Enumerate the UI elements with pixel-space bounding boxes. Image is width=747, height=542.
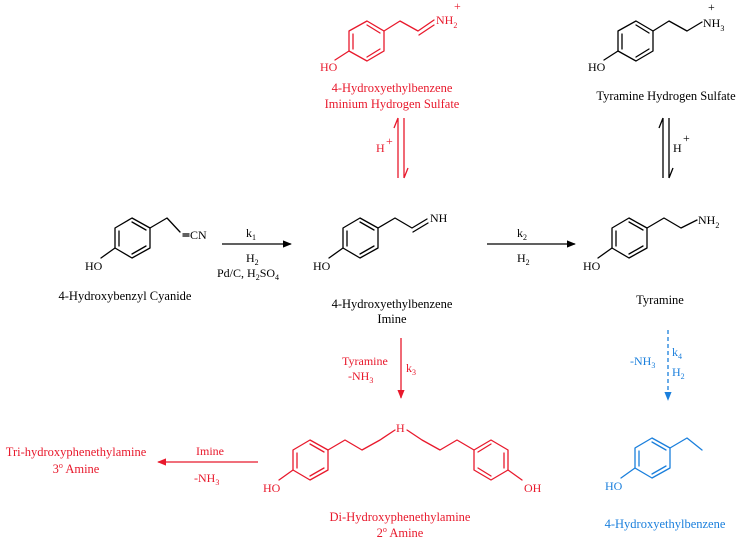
- hydroxyl-label: OH: [524, 481, 542, 495]
- proton-charge: +: [386, 134, 393, 148]
- svg-text:Pd/C, H2SO4: Pd/C, H2SO4: [217, 266, 279, 282]
- ethylphenol-name: 4-Hydroxyethylbenzene: [605, 517, 726, 531]
- tyramine-salt-structure: HO NH3 +: [588, 0, 724, 74]
- ammonium-nh3-label: NH3: [703, 16, 724, 33]
- svg-text:Imine: Imine: [196, 444, 224, 458]
- secondary-amine-structure: HO H OH: [263, 421, 542, 495]
- hydroxyl-label: HO: [313, 259, 331, 273]
- step2-conditions: k2 H2: [517, 226, 530, 267]
- hydroxyl-label: HO: [263, 481, 281, 495]
- cyanide-name: 4-Hydroxybenzyl Cyanide: [59, 289, 192, 303]
- imine-name-line2: Imine: [377, 312, 407, 326]
- hydroxyl-label: HO: [85, 259, 103, 273]
- tyramine-name: Tyramine: [636, 293, 684, 307]
- proton-label: H: [673, 141, 682, 155]
- svg-text:Tyramine: Tyramine: [342, 354, 388, 368]
- protonation-equilibrium-left: H +: [376, 117, 409, 179]
- imine-structure: HO NH: [313, 211, 448, 273]
- secondary-amine-n-label: H: [396, 421, 405, 435]
- svg-text:k3: k3: [406, 361, 416, 377]
- svg-text:H2: H2: [246, 251, 259, 267]
- svg-text:-NH3: -NH3: [194, 471, 219, 487]
- ammonium-charge: +: [708, 0, 715, 14]
- svg-text:H2: H2: [672, 365, 685, 381]
- svg-text:k4: k4: [672, 345, 682, 361]
- step3-conditions: Tyramine -NH3 k3: [342, 354, 416, 385]
- hydroxyl-label: HO: [588, 60, 606, 74]
- proton-charge: +: [683, 131, 690, 145]
- hydroxyl-label: HO: [605, 479, 623, 493]
- iminium-charge: +: [454, 0, 461, 13]
- tertiary-amine-name-line2: 3o Amine: [53, 461, 100, 476]
- hydroxyl-label: HO: [320, 60, 338, 74]
- secondary-amine-name-line2: 2o Amine: [377, 525, 424, 540]
- iminium-salt-name-line2: Iminium Hydrogen Sulfate: [325, 97, 460, 111]
- step1-conditions: k1 H2 Pd/C, H2SO4: [217, 226, 279, 282]
- svg-text:k2: k2: [517, 226, 527, 242]
- imine-name-line1: 4-Hydroxyethylbenzene: [332, 297, 453, 311]
- iminium-salt-structure: HO NH2 +: [320, 0, 461, 74]
- cyanide-structure: HO CN: [85, 217, 207, 273]
- step5-conditions: Imine -NH3: [194, 444, 224, 487]
- svg-text:-NH3: -NH3: [348, 369, 373, 385]
- svg-text:k1: k1: [246, 226, 256, 242]
- svg-text:-NH3: -NH3: [630, 354, 655, 370]
- iminium-nh2-label: NH2: [436, 13, 457, 30]
- step4-conditions: -NH3 k4 H2: [630, 345, 685, 381]
- amine-nh2-label: NH2: [698, 213, 719, 230]
- hydroxyl-label: HO: [583, 259, 601, 273]
- iminium-salt-name-line1: 4-Hydroxyethylbenzene: [332, 81, 453, 95]
- ethylphenol-structure: HO: [605, 437, 703, 493]
- svg-text:H2: H2: [517, 251, 530, 267]
- tyramine-salt-name: Tyramine Hydrogen Sulfate: [596, 89, 736, 103]
- nitrile-label: CN: [190, 228, 207, 242]
- tertiary-amine-name-line1: Tri-hydroxyphenethylamine: [6, 445, 147, 459]
- proton-label: H: [376, 141, 385, 155]
- imine-nh-label: NH: [430, 211, 448, 225]
- protonation-equilibrium-right: H +: [658, 117, 690, 179]
- secondary-amine-name-line1: Di-Hydroxyphenethylamine: [330, 510, 471, 524]
- tyramine-structure: HO NH2: [583, 213, 719, 273]
